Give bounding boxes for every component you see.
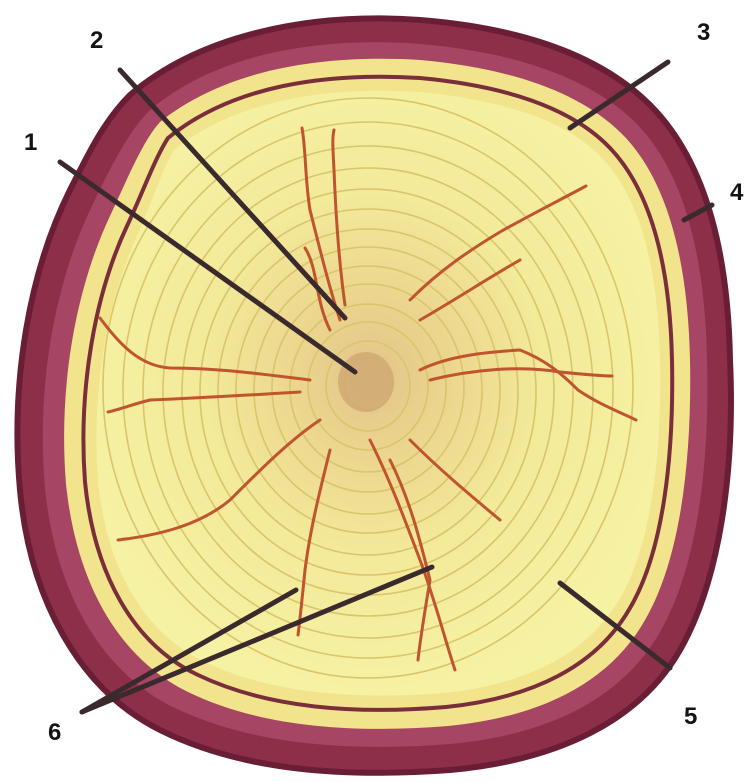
label-2: 2: [90, 27, 103, 54]
label-3: 3: [697, 19, 710, 46]
label-6: 6: [48, 719, 61, 746]
label-4: 4: [730, 179, 744, 206]
label-1: 1: [24, 129, 37, 156]
label-5: 5: [684, 703, 697, 730]
pith: [338, 352, 394, 412]
